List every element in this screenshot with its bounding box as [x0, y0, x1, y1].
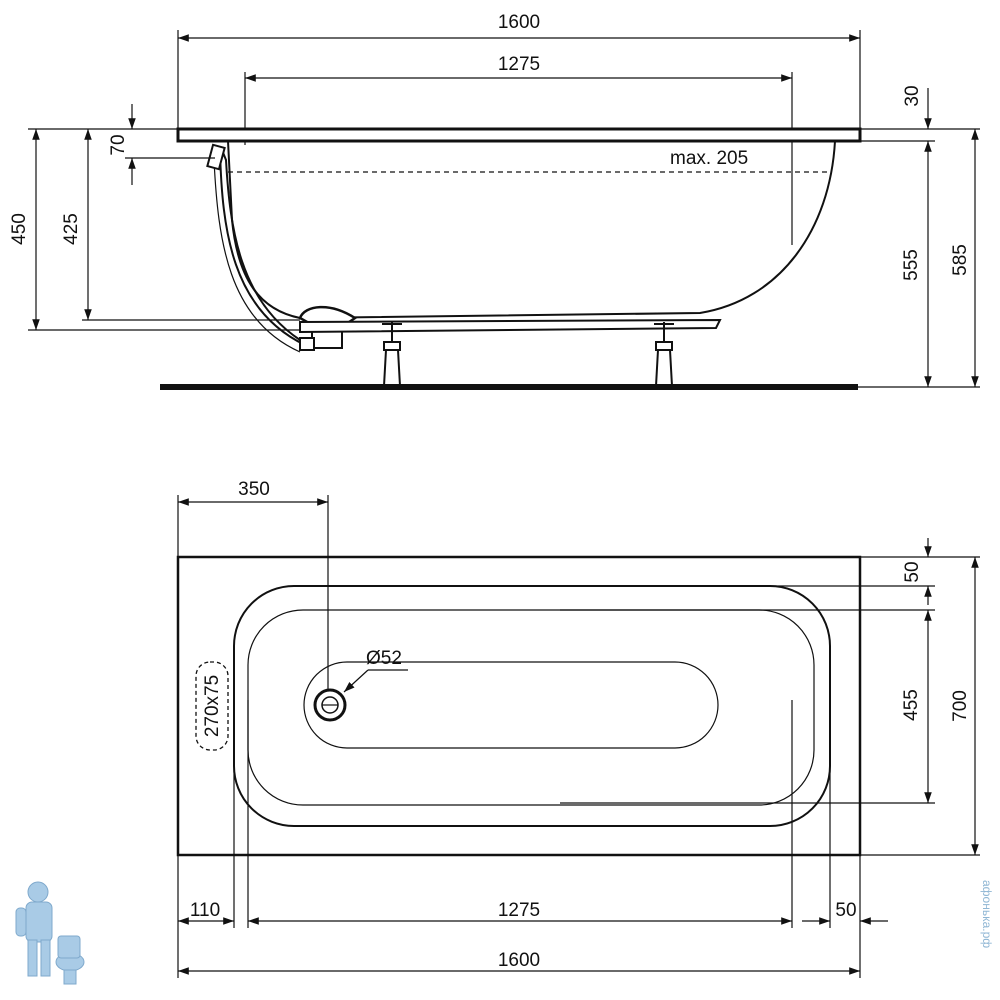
dimension-450: 450: [9, 129, 40, 330]
dimension-50-right: 50: [902, 538, 932, 605]
tub-rim: [176, 127, 862, 143]
overflow-pipe: [212, 149, 301, 341]
dim-label-425: 425: [61, 213, 82, 245]
support-frame: [299, 318, 722, 334]
dim-label-1275-top: 1275: [498, 54, 540, 75]
floor-line: [160, 384, 858, 390]
dimension-70: 70: [108, 104, 136, 185]
tub-body-outline: [227, 140, 836, 320]
dim-label-1275-bottom: 1275: [498, 900, 540, 921]
dim-label-50-bottom: 50: [835, 900, 856, 921]
dim-label-70: 70: [108, 134, 129, 155]
dim-label-455: 455: [901, 689, 922, 721]
dimension-30: 30: [902, 85, 932, 129]
dimension-1275-top: 1275: [245, 54, 792, 82]
dimension-110: 110: [178, 900, 234, 925]
dim-label-30: 30: [902, 85, 923, 106]
dimension-350: 350: [178, 479, 328, 506]
drain-hole: [313, 688, 347, 722]
overflow-size-label: 270x75: [202, 675, 223, 737]
drain-diameter-label: Ø52: [366, 648, 402, 669]
watermark-text: афонька.рф: [980, 880, 994, 949]
tub-outer-outline: [176, 555, 862, 857]
max-depth-label: max. 205: [670, 148, 748, 169]
top-view: Ø52 270x75 350 50 455 700: [176, 479, 980, 978]
tub-bottom-flat: [303, 661, 719, 749]
dimension-1600-top: 1600: [178, 12, 860, 42]
dimension-455: 455: [901, 610, 932, 803]
dim-label-450: 450: [9, 213, 30, 245]
dimension-425: 425: [61, 129, 92, 320]
dimension-1600-bottom: 1600: [178, 950, 860, 975]
dimension-555: 555: [901, 141, 932, 387]
dim-label-1600-top: 1600: [498, 12, 540, 33]
dimension-1275-bottom: 1275: [248, 900, 792, 925]
dim-label-50-right: 50: [902, 561, 923, 582]
dim-label-700: 700: [950, 690, 971, 722]
dim-label-110: 110: [190, 900, 220, 921]
dimension-700: 700: [950, 557, 979, 855]
dim-label-585: 585: [950, 244, 971, 276]
dim-label-1600-bottom: 1600: [498, 950, 540, 971]
support-leg-left: [382, 322, 402, 387]
support-leg-right: [654, 322, 674, 387]
side-view: 1600 1275 max. 205: [9, 12, 980, 390]
dimension-585: 585: [950, 129, 979, 387]
overflow-opening-outline: [195, 661, 229, 751]
plumber-mascot-icon: [15, 881, 85, 985]
dim-label-350: 350: [238, 479, 270, 500]
dimension-50-bottom: 50: [802, 900, 888, 925]
dim-label-555: 555: [901, 249, 922, 281]
